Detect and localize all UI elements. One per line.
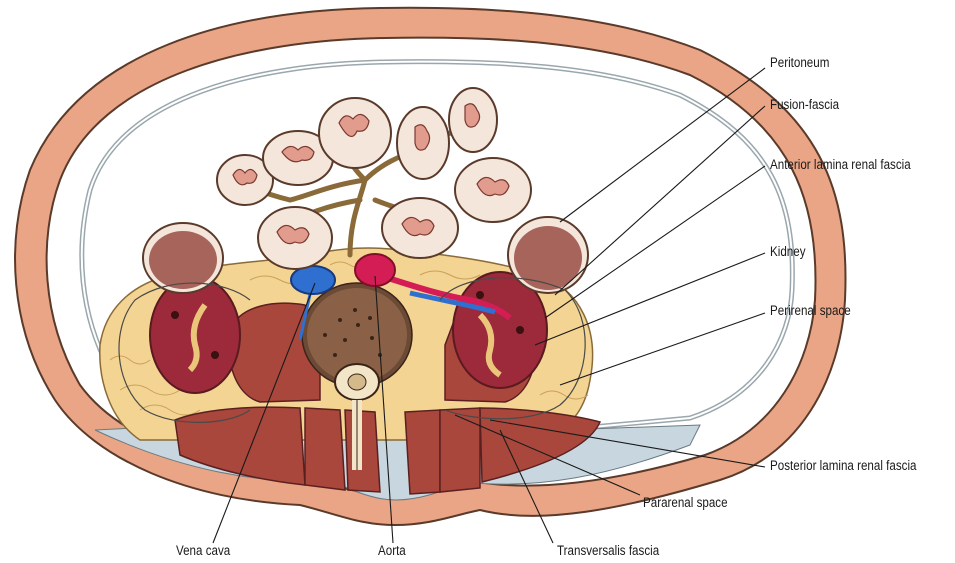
label-anterior-lamina-renal-fascia: Anterior lamina renal fascia <box>770 157 911 173</box>
label-perirenal-space: Perirenal space <box>770 303 851 319</box>
label-kidney: Kidney <box>770 244 806 260</box>
label-pararenal-space: Pararenal space <box>643 495 728 511</box>
label-aorta: Aorta <box>378 543 406 559</box>
label-transversalis-fascia: Transversalis fascia <box>557 543 659 559</box>
left-kidney <box>150 277 240 393</box>
label-peritoneum: Peritoneum <box>770 55 829 71</box>
label-posterior-lamina-renal-fascia: Posterior lamina renal fascia <box>770 458 916 474</box>
label-fusion-fascia: Fusion-fascia <box>770 97 839 113</box>
vena-cava-vessel <box>291 266 335 294</box>
label-vena-cava: Vena cava <box>176 543 230 559</box>
